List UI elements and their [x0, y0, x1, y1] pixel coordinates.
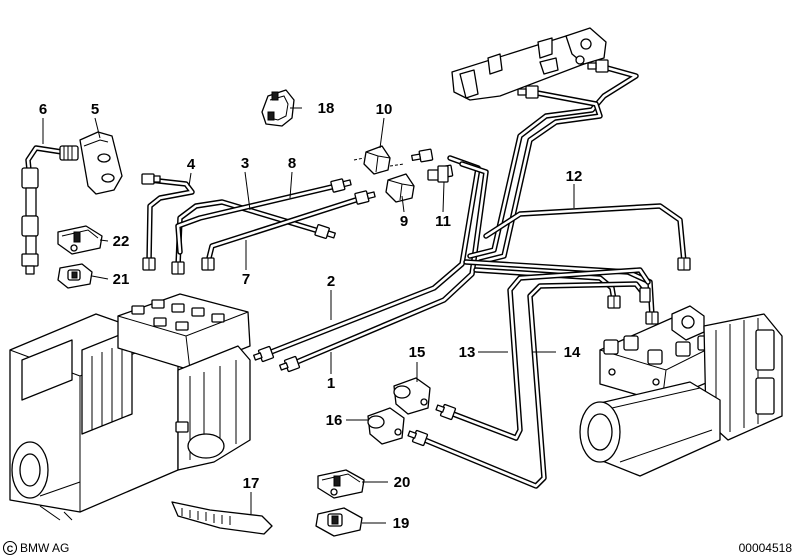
- fitting-nut: [645, 311, 659, 325]
- callout-2: 2: [327, 273, 335, 290]
- part-19-clip: [315, 507, 363, 537]
- callout-labels: 1 2 3 4 5 6 7 8 9 10 11 12 13 14 15 16 1…: [39, 100, 583, 532]
- callout-13: 13: [459, 344, 476, 361]
- callout-12: 12: [566, 168, 583, 185]
- callout-16: 16: [326, 412, 343, 429]
- callout-leaders: [42, 107, 575, 524]
- abs-pump-unit-right: [579, 305, 783, 477]
- fitting-nut: [639, 287, 651, 303]
- part-10-adapter: [353, 145, 405, 175]
- fitting-nut: [587, 59, 609, 73]
- fitting-nut: [435, 403, 457, 421]
- pipe-12: [483, 203, 687, 265]
- fitting-nut: [279, 355, 301, 373]
- part-9-adapter: [385, 173, 415, 203]
- fitting-nut: [253, 345, 275, 363]
- part-11-fitting: [427, 165, 449, 183]
- footer: C BMW AG 00004518: [2, 540, 793, 556]
- part-6-hose: [21, 145, 79, 275]
- fitting-nut: [354, 190, 376, 205]
- fitting-nut: [141, 173, 161, 185]
- callout-4: 4: [187, 156, 196, 173]
- fitting-nut: [201, 257, 215, 271]
- part-16-sleeve: [367, 407, 405, 445]
- fitting-nut: [314, 224, 336, 239]
- brake-pipes: [25, 63, 687, 489]
- callout-3: 3: [241, 155, 249, 172]
- pipe-2: [263, 155, 481, 357]
- callout-19: 19: [393, 515, 410, 532]
- brand-name: BMW AG: [20, 541, 69, 555]
- callout-14: 14: [564, 344, 581, 361]
- part-17-cable-tie: [171, 501, 273, 535]
- part-21-clip: [57, 263, 93, 289]
- part-18-clip: [261, 89, 295, 127]
- callout-6: 6: [39, 101, 47, 118]
- callout-10: 10: [376, 101, 393, 118]
- callout-8: 8: [288, 155, 296, 172]
- fitting-nut: [330, 178, 352, 193]
- callout-21: 21: [113, 271, 130, 288]
- callout-5: 5: [91, 101, 99, 118]
- callout-18: 18: [318, 100, 335, 117]
- part-20-clip: [317, 469, 365, 499]
- callout-15: 15: [409, 344, 426, 361]
- master-cylinder: [451, 27, 607, 101]
- callout-11: 11: [435, 213, 451, 230]
- fitting-nut: [677, 257, 691, 271]
- svg-text:C: C: [7, 544, 14, 554]
- callout-20: 20: [394, 474, 411, 491]
- part-22-clip: [57, 225, 103, 255]
- callout-7: 7: [242, 271, 250, 288]
- part-15-sleeve: [393, 377, 431, 415]
- abs-hydraulic-unit-left: [9, 293, 251, 521]
- pipe-8: [175, 183, 339, 255]
- part-5-bracket: [79, 131, 123, 195]
- fitting-nut: [411, 148, 434, 163]
- callout-22: 22: [113, 233, 130, 250]
- fitting-nut: [607, 295, 621, 309]
- fitting-nut: [517, 85, 539, 99]
- fitting-nut: [142, 257, 156, 271]
- copyright-icon: C: [2, 540, 18, 556]
- drawing-number: 00004518: [739, 541, 793, 555]
- callout-9: 9: [400, 213, 408, 230]
- fitting-nut: [407, 429, 429, 447]
- callout-1: 1: [327, 375, 335, 392]
- fitting-nut: [171, 261, 185, 275]
- callout-17: 17: [243, 475, 260, 492]
